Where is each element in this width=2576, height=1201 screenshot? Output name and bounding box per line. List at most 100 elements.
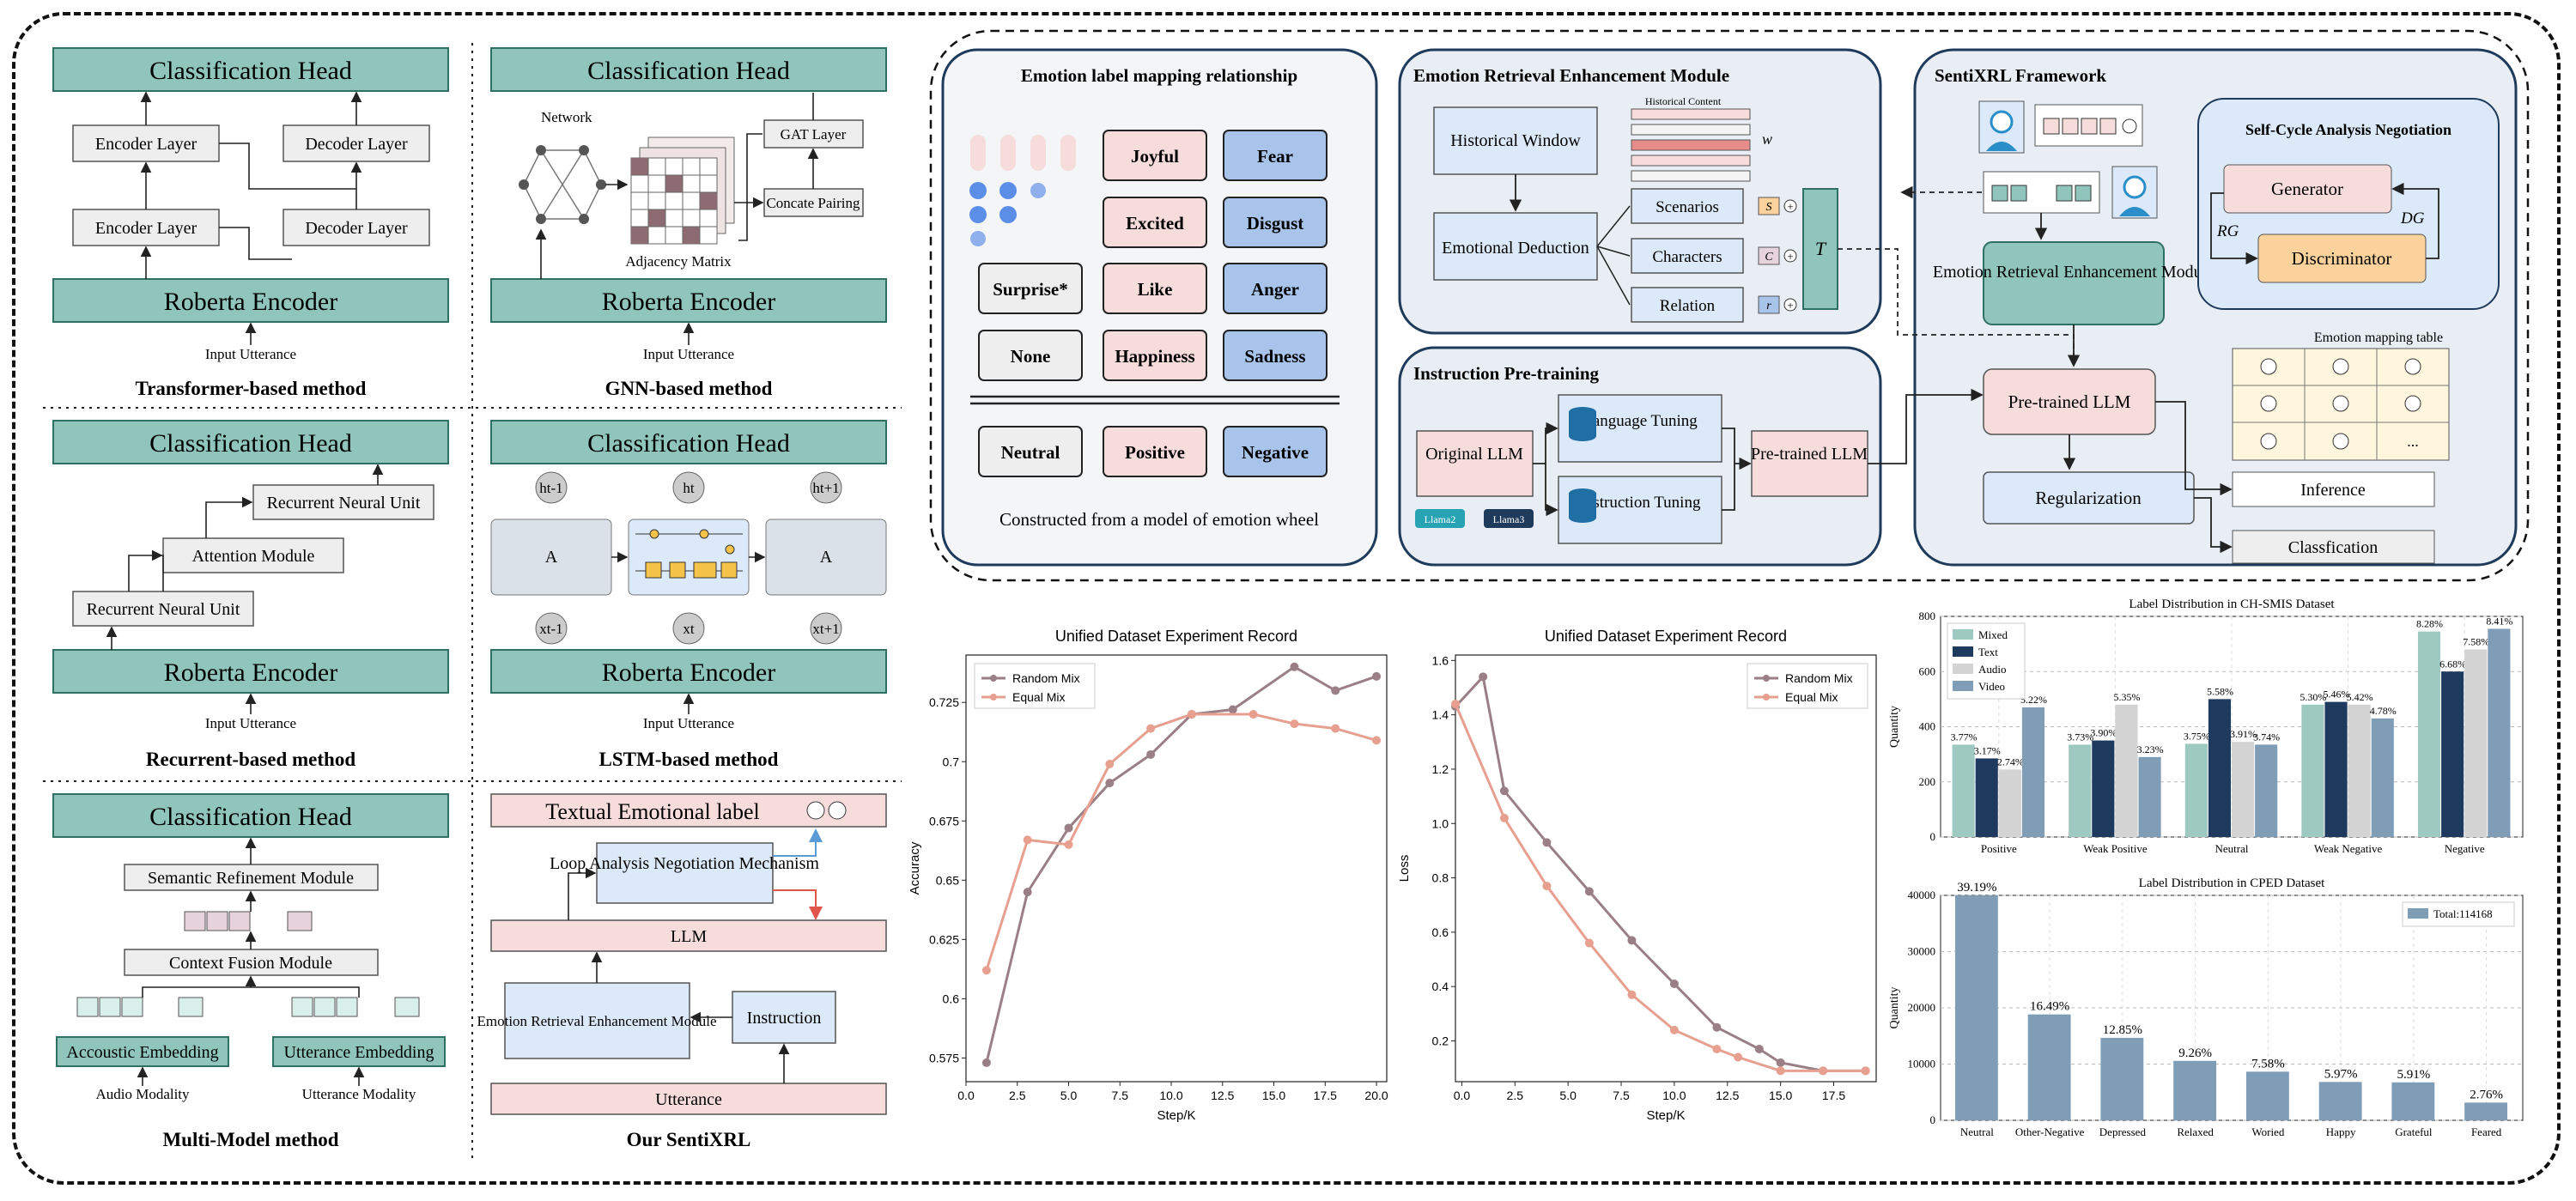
utterance-modality: Utterance Modality: [302, 1086, 416, 1102]
emotion-mapping-table-title: Emotion mapping table: [2314, 331, 2443, 345]
plot-area: [1455, 654, 1877, 1083]
polarity-label: Neutral: [1001, 442, 1060, 463]
y-tick-label: 0.8: [1432, 871, 1449, 885]
x-tick-label: 17.5: [1314, 1089, 1337, 1102]
bar-value-label: 5.35%: [2113, 691, 2140, 703]
polarity-box: [1223, 426, 1327, 477]
x-tick-label: 2.5: [1507, 1089, 1524, 1102]
attention-module: Attention Module: [192, 547, 315, 566]
bar-value-label: 3.75%: [2184, 730, 2210, 742]
legend-swatch: [990, 675, 997, 682]
caption: GNN-based method: [605, 378, 773, 399]
chart-title: Unified Dataset Experiment Record: [1055, 628, 1297, 645]
legend-box: [974, 663, 1096, 709]
emotion-label-box: [1103, 197, 1207, 248]
x-tick-label: 0.0: [957, 1089, 975, 1102]
emotion-label: Like: [1138, 279, 1173, 300]
legend-label: Audio: [1978, 663, 2007, 676]
data-point: [1228, 705, 1237, 714]
bar-value-label: 3.74%: [2253, 731, 2280, 743]
x-tick-label: 12.5: [1716, 1089, 1739, 1102]
x-tick-label: Depressed: [2099, 1125, 2147, 1138]
cell-a: A: [820, 548, 833, 567]
classification-box: Classfication: [2288, 538, 2378, 557]
x-tick-label: Neutral: [1960, 1125, 1994, 1138]
x-tick-label: 12.5: [1211, 1089, 1234, 1102]
encoder-layer: Encoder Layer: [95, 219, 197, 238]
data-point: [1023, 835, 1032, 845]
emotion-label-box: [1223, 263, 1327, 314]
utterance-box: Utterance: [655, 1090, 722, 1109]
bar: [2441, 671, 2464, 837]
x-axis-label: Step/K: [1157, 1108, 1195, 1123]
bar: [2488, 628, 2511, 837]
historical-content-label: Historical Content: [1645, 95, 1722, 107]
encoder-layer: Encoder Layer: [95, 135, 197, 154]
legend-label: Total:114168: [2433, 907, 2493, 920]
x-tick-label: 2.5: [1009, 1089, 1026, 1102]
aggregate-symbol: T: [1815, 238, 1827, 259]
pretrained-llm: Pre-trained LLM: [1751, 445, 1868, 464]
data-point: [1669, 980, 1679, 989]
legend-label: Random Mix: [1785, 671, 1853, 685]
y-tick-label: 1.2: [1432, 762, 1449, 776]
emotion-label: Excited: [1126, 213, 1184, 234]
bar: [2348, 704, 2371, 837]
roberta-encoder: Roberta Encoder: [164, 658, 337, 687]
deduction-item: Relation: [1660, 297, 1716, 315]
data-point: [1146, 749, 1156, 759]
legend-label: Video: [1978, 680, 2005, 693]
data-point: [981, 1058, 991, 1067]
data-point: [1819, 1066, 1828, 1076]
hidden-state: ht-1: [539, 480, 562, 496]
user-icon: [2111, 166, 2158, 219]
input-utterance: Input Utterance: [643, 715, 734, 731]
bar: [2391, 1082, 2435, 1120]
data-point: [1712, 1022, 1722, 1032]
x-tick-label: 7.5: [1112, 1089, 1129, 1102]
y-axis-label: Accuracy: [908, 841, 922, 895]
y-tick-label: 1.4: [1432, 708, 1449, 722]
input-token: xt+1: [812, 621, 839, 637]
cped-bar-chart: Label Distribution in CPED Dataset010000…: [1888, 876, 2524, 1138]
bar: [2417, 631, 2441, 837]
erem-panel: Emotion Retrieval Enhancement Module His…: [1398, 48, 1882, 335]
decoder-layer: Decoder Layer: [305, 219, 408, 238]
y-tick-label: 600: [1919, 664, 1936, 677]
y-tick-label: 1.6: [1432, 653, 1449, 667]
bar-value-label: 16.49%: [2030, 1000, 2069, 1014]
bar-value-label: 2.76%: [2470, 1088, 2503, 1101]
chart-title: Label Distribution in CH-SMIS Dataset: [2129, 597, 2335, 611]
bar-value-label: 5.46%: [2324, 688, 2350, 701]
series-line: [985, 713, 1377, 971]
bar-value-label: 9.26%: [2178, 1046, 2212, 1060]
emotion-label-box: [1223, 130, 1327, 181]
data-point: [1542, 838, 1552, 847]
data-point: [1627, 990, 1637, 999]
bar-value-label: 2.74%: [1997, 755, 2024, 767]
multimodel-method: Classification Head Semantic Refinement …: [52, 793, 449, 1150]
x-tick-label: 15.0: [1262, 1089, 1285, 1102]
y-tick-label: 0.7: [943, 755, 960, 768]
legend-swatch: [1763, 694, 1770, 701]
input-token: xt-1: [539, 621, 562, 637]
bar: [2324, 701, 2348, 837]
instruction-pretraining-panel: Instruction Pre-training Original LLM La…: [1398, 346, 1882, 567]
self-cycle-title: Self-Cycle Analysis Negotiation: [2245, 121, 2451, 138]
x-tick-label: 0.0: [1454, 1089, 1471, 1102]
data-point: [1331, 724, 1340, 733]
bar-value-label: 3.23%: [2137, 743, 2164, 755]
adjacency-matrix-label: Adjacency Matrix: [625, 253, 732, 270]
classification-head: Classification Head: [587, 429, 790, 458]
legend-swatch: [990, 694, 997, 701]
bar: [2255, 744, 2278, 837]
emotional-deduction: Emotional Deduction: [1442, 239, 1589, 258]
y-tick-label: 30000: [1908, 945, 1936, 958]
bar-value-label: 4.78%: [2370, 705, 2397, 717]
legend-label: Equal Mix: [1785, 690, 1838, 704]
bar-value-label: 3.73%: [2067, 731, 2093, 743]
framework-dashed-frame: [929, 29, 2530, 582]
loop-analysis-box: Loop Analysis Negotiation Mechanism: [550, 854, 819, 873]
plus-icon: [1783, 199, 1797, 213]
